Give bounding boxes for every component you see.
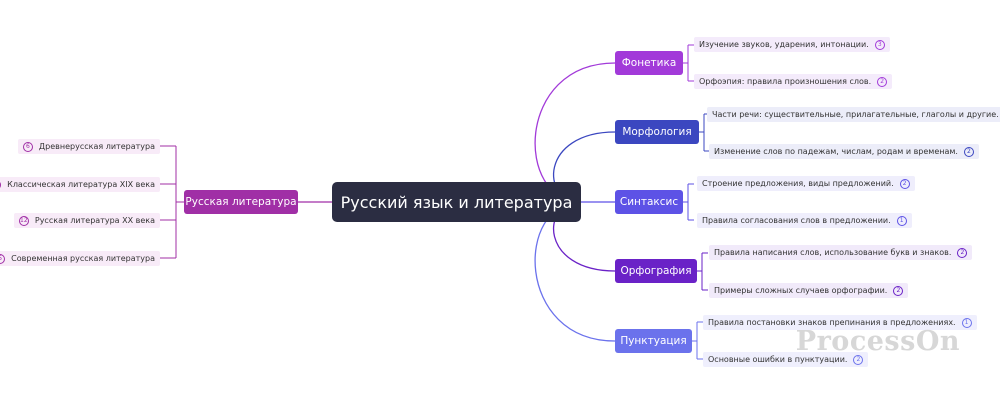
leaf-phonetics-1[interactable]: Изучение звуков, ударения, интонации. 3 (694, 37, 890, 52)
count-badge: 1 (896, 215, 907, 226)
branch-orthography[interactable]: Орфография (615, 259, 697, 283)
leaf-text: Примеры сложных случаев орфографии. (714, 286, 888, 295)
count-badge: 5 (0, 253, 6, 264)
count-badge: 12 (0, 179, 2, 190)
count-badge: 12 (18, 215, 29, 226)
leaf-syntax-1[interactable]: Строение предложения, виды предложений. … (697, 176, 915, 191)
count-badge: 2 (957, 247, 968, 258)
leaf-literature-4[interactable]: 5 Современная русская литература (0, 251, 160, 266)
count-badge: 2 (893, 285, 904, 296)
count-badge: 1 (961, 317, 972, 328)
branch-morphology[interactable]: Морфология (615, 120, 699, 144)
leaf-text: Классическая литература XIX века (7, 180, 155, 189)
leaf-text: Правила постановки знаков препинания в п… (708, 318, 956, 327)
leaf-text: Древнерусская литература (38, 142, 155, 151)
root-topic[interactable]: Русский язык и литература (332, 182, 581, 222)
branch-phonetics[interactable]: Фонетика (615, 51, 683, 75)
leaf-orthography-2[interactable]: Примеры сложных случаев орфографии. 2 (709, 283, 909, 298)
leaf-literature-1[interactable]: 6 Древнерусская литература (17, 139, 160, 154)
processon-watermark: ProcessOn (795, 326, 960, 357)
leaf-syntax-2[interactable]: Правила согласования слов в предложении.… (697, 213, 912, 228)
leaf-text: Орфоэпия: правила произношения слов. (699, 77, 872, 86)
leaf-literature-3[interactable]: 12 Русская литература XX века (13, 213, 160, 228)
leaf-phonetics-2[interactable]: Орфоэпия: правила произношения слов. 2 (694, 74, 893, 89)
count-badge: 2 (963, 146, 974, 157)
count-badge: 2 (877, 76, 888, 87)
branch-punctuation[interactable]: Пунктуация (615, 329, 692, 353)
branch-russian-literature[interactable]: Русская литература (184, 190, 298, 214)
count-badge: 2 (853, 354, 864, 365)
leaf-orthography-1[interactable]: Правила написания слов, использование бу… (709, 245, 973, 260)
leaf-text: Изучение звуков, ударения, интонации. (699, 40, 869, 49)
leaf-punctuation-1[interactable]: Правила постановки знаков препинания в п… (703, 315, 977, 330)
count-badge: 3 (874, 39, 885, 50)
count-badge: 2 (899, 178, 910, 189)
leaf-text: Изменение слов по падежам, числам, родам… (714, 147, 958, 156)
branch-syntax[interactable]: Синтаксис (615, 190, 683, 214)
leaf-text: Основные ошибки в пунктуации. (708, 355, 848, 364)
count-badge: 6 (22, 141, 33, 152)
leaf-text: Правила согласования слов в предложении. (702, 216, 891, 225)
leaf-text: Современная русская литература (11, 254, 155, 263)
leaf-text: Части речи: существительные, прилагатель… (712, 110, 999, 119)
leaf-literature-2[interactable]: 12 Классическая литература XIX века (0, 177, 160, 192)
leaf-morphology-2[interactable]: Изменение слов по падежам, числам, родам… (709, 144, 979, 159)
leaf-punctuation-2[interactable]: Основные ошибки в пунктуации. 2 (703, 352, 869, 367)
leaf-text: Строение предложения, виды предложений. (702, 179, 894, 188)
leaf-text: Русская литература XX века (34, 216, 155, 225)
leaf-text: Правила написания слов, использование бу… (714, 248, 952, 257)
leaf-morphology-1[interactable]: Части речи: существительные, прилагатель… (707, 107, 1000, 122)
